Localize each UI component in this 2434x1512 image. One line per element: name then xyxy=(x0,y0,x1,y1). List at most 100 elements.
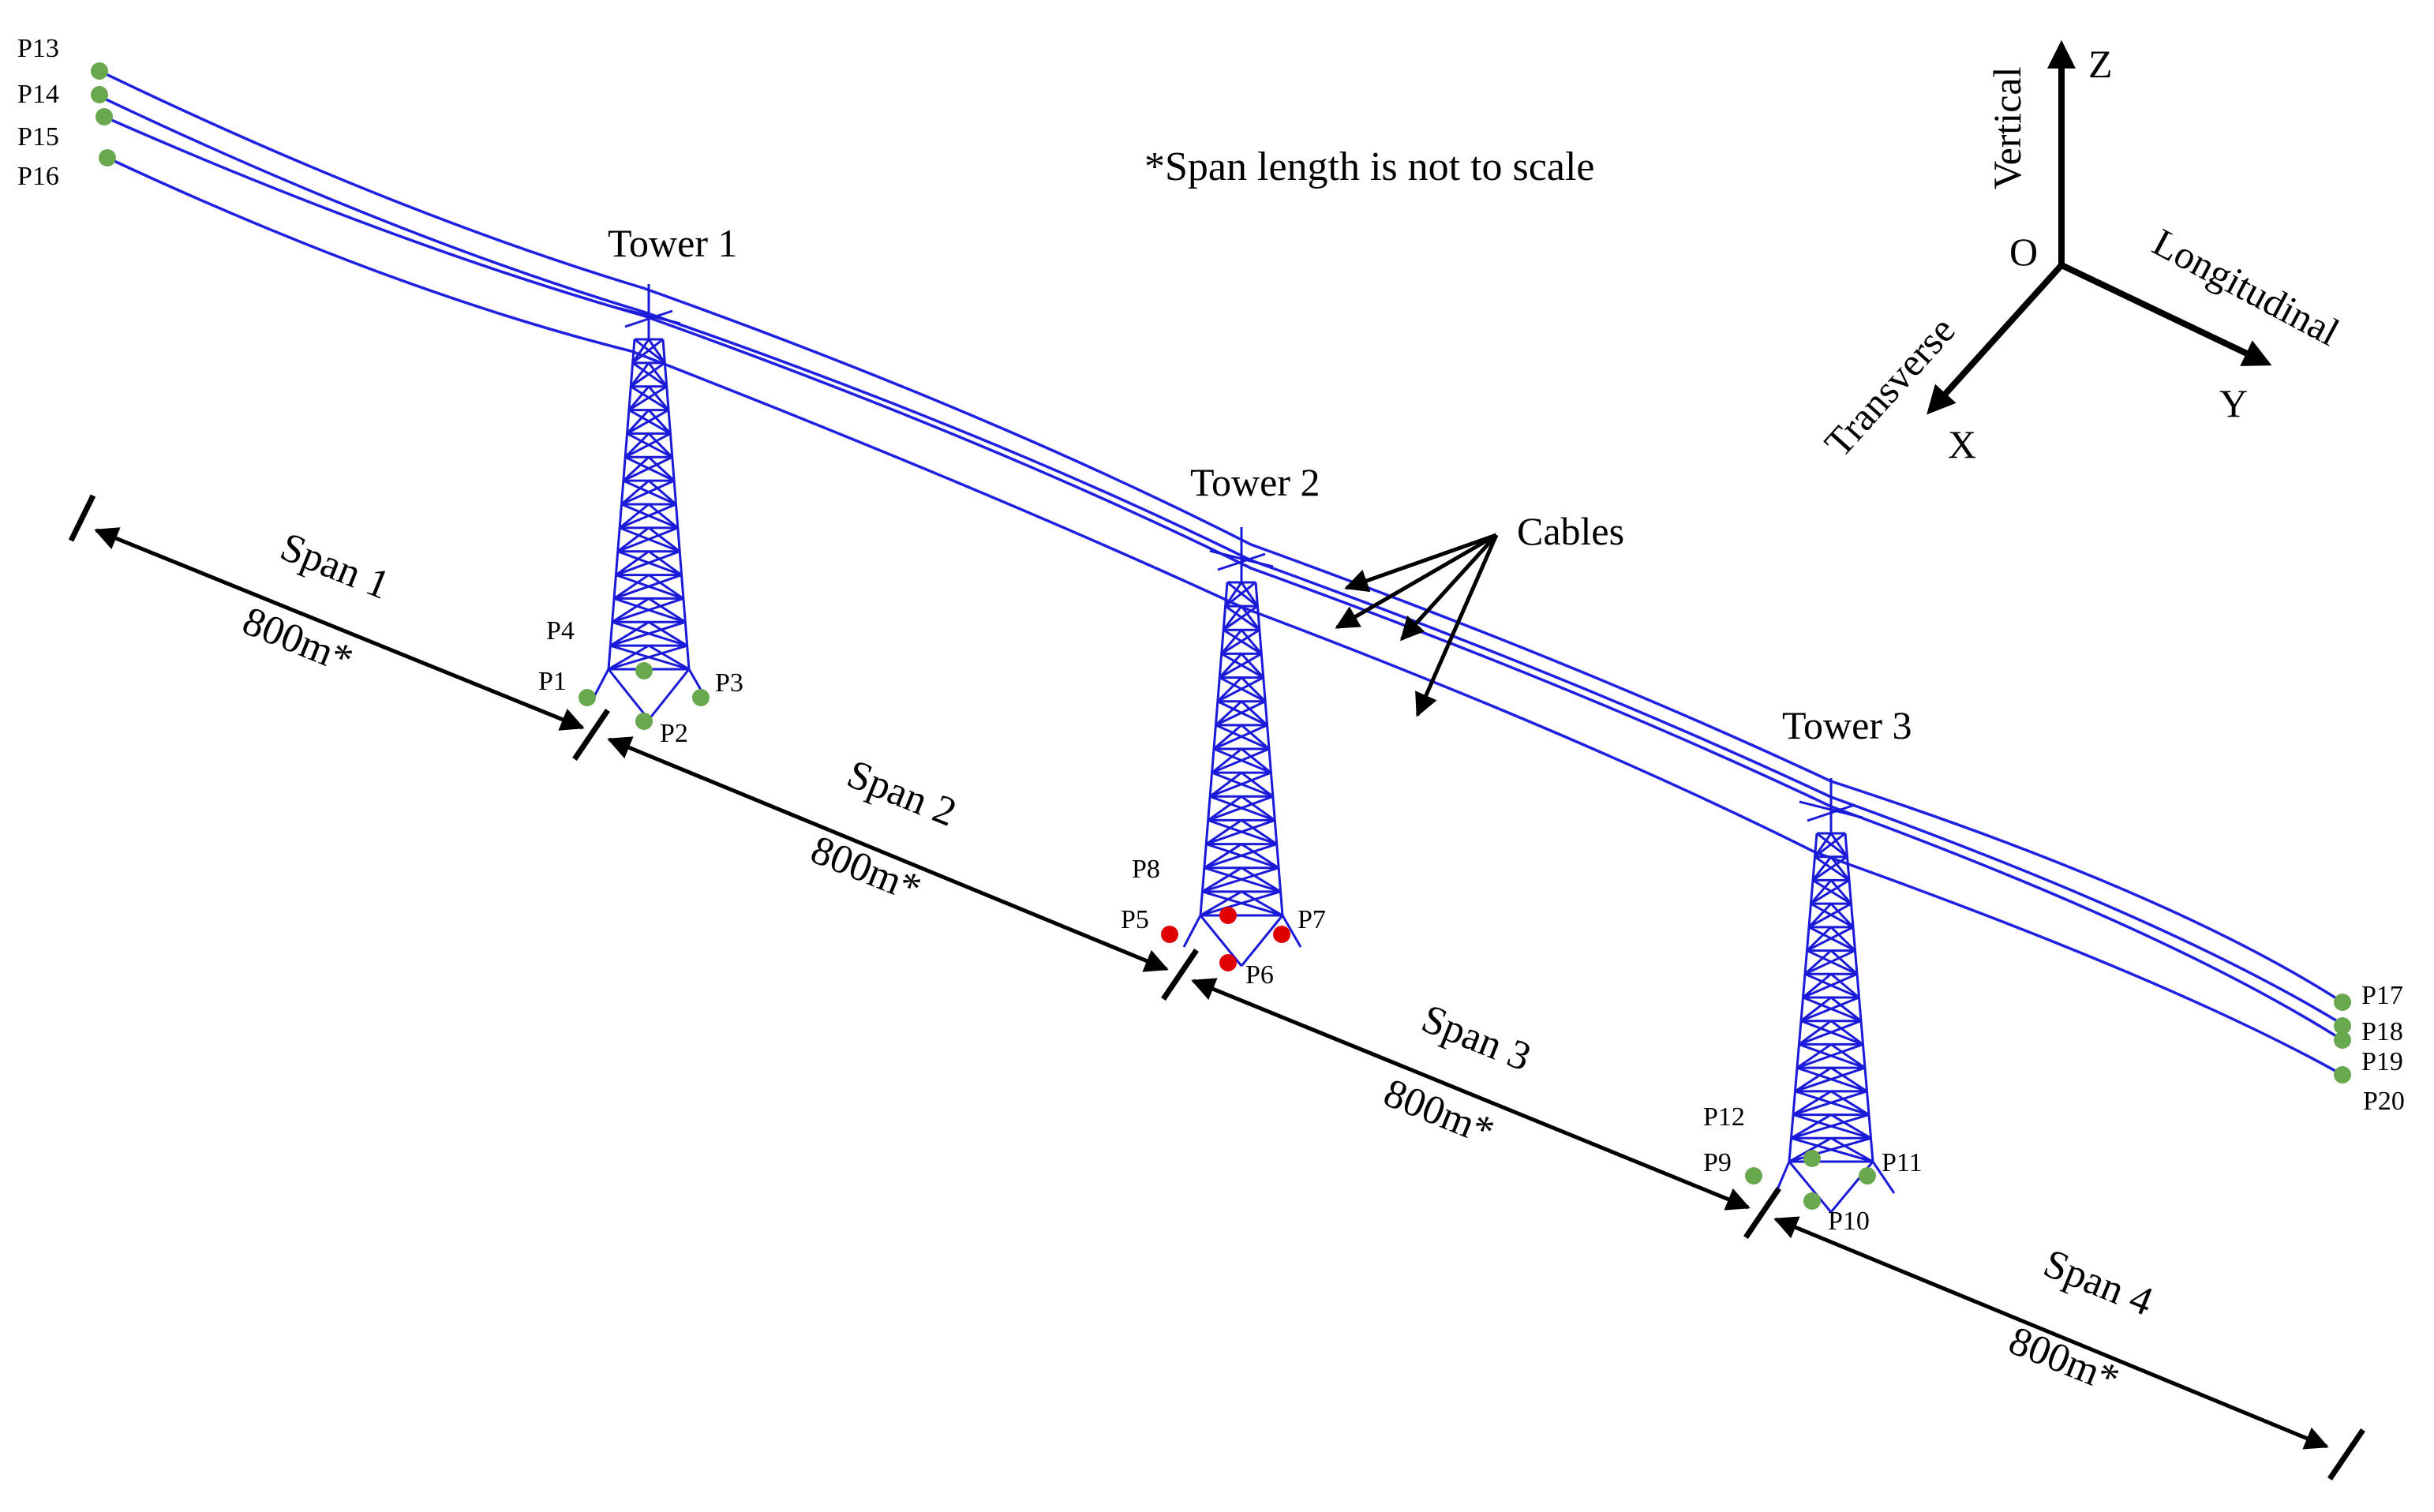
tower-brace xyxy=(1796,1043,1832,1069)
p4-label: P4 xyxy=(546,616,575,646)
tower-brace xyxy=(1211,747,1270,774)
tower-brace xyxy=(1241,866,1282,893)
tower-brace xyxy=(609,621,650,647)
tower-brace xyxy=(608,644,650,671)
p6-marker xyxy=(1219,954,1237,971)
p3-label: P3 xyxy=(715,668,743,698)
tower-brace xyxy=(1814,833,1833,858)
p10-label: P10 xyxy=(1828,1207,1870,1236)
tower-brace xyxy=(1213,724,1268,750)
tower-brace xyxy=(1830,1020,1864,1046)
p15-label: P15 xyxy=(17,122,59,152)
tower-brace xyxy=(1816,832,1848,858)
tower-brace xyxy=(1201,866,1242,893)
tower-brace xyxy=(1830,1090,1870,1116)
tower-brace xyxy=(1209,771,1242,798)
tower-brace xyxy=(1788,1136,1871,1163)
tower-brace xyxy=(631,338,664,365)
p16-label: P16 xyxy=(17,162,59,191)
tower-brace xyxy=(1215,700,1243,726)
cable-1 xyxy=(99,69,2343,1004)
tower-brace xyxy=(1810,879,1833,905)
tower-brace xyxy=(1220,629,1260,655)
tower-brace xyxy=(1811,855,1833,881)
p13-label: P13 xyxy=(17,34,59,63)
tower-brace xyxy=(1829,855,1851,881)
tower-brace xyxy=(620,480,650,506)
p13-marker xyxy=(91,62,108,80)
tower-leg xyxy=(1182,915,1202,948)
tower-brace xyxy=(627,385,650,411)
span-tick-4 xyxy=(1743,1187,1781,1239)
tower-brace xyxy=(613,574,683,600)
span-4-arrow xyxy=(1773,1216,2329,1450)
tower-brace xyxy=(616,526,650,552)
tower-brace xyxy=(619,503,677,530)
tower-leg xyxy=(1240,915,1284,967)
tower-brace xyxy=(611,597,650,623)
tower-brace xyxy=(1240,582,1259,607)
tower-brace xyxy=(1219,653,1263,679)
tower-leg xyxy=(1199,582,1229,916)
p7-marker xyxy=(1273,926,1290,943)
p15-marker xyxy=(95,108,113,125)
tower-leg xyxy=(1788,833,1818,1162)
tower-brace xyxy=(1220,629,1243,655)
p6-label: P6 xyxy=(1245,960,1274,990)
scale-note: *Span length is not to scale xyxy=(1144,144,1594,189)
tower-leg xyxy=(1844,833,1874,1162)
cables-pointer-3 xyxy=(1399,533,1498,642)
tower-brace xyxy=(1241,795,1276,821)
tower-brace xyxy=(648,597,687,623)
p1-marker xyxy=(579,689,596,706)
axis-x-label: X xyxy=(1948,422,1976,466)
tower-brace xyxy=(612,597,684,623)
p5-marker xyxy=(1161,926,1178,943)
tower-brace xyxy=(1209,771,1271,798)
tower-brace xyxy=(1802,973,1832,999)
tower-2-label: Tower 2 xyxy=(1190,460,1320,504)
tower-brace xyxy=(1790,1113,1832,1140)
tower-brace xyxy=(1201,866,1279,893)
tower-brace xyxy=(1215,700,1266,727)
tower-brace xyxy=(648,550,683,576)
tower-brace xyxy=(1240,700,1268,726)
tower-brace xyxy=(1241,724,1270,750)
tower-brace xyxy=(1830,1136,1874,1163)
tower-brace xyxy=(647,432,673,458)
span-1-label: Span 1 xyxy=(275,524,396,608)
axis-y-label: Y xyxy=(2219,381,2248,425)
tower-brace xyxy=(615,550,650,576)
tower-brace xyxy=(1792,1090,1832,1116)
p17-marker xyxy=(2334,994,2351,1011)
tower-brace xyxy=(647,409,672,435)
tower-brace xyxy=(1810,879,1850,905)
p9-label: P9 xyxy=(1703,1148,1732,1177)
axis-transverse-label: Transverse xyxy=(1816,308,1964,465)
tower-brace xyxy=(1829,926,1856,952)
tower-brace xyxy=(619,503,650,530)
tower-brace xyxy=(1241,843,1279,869)
tower-brace xyxy=(1796,1043,1864,1069)
cables-label: Cables xyxy=(1517,509,1624,553)
tower-brace xyxy=(1222,605,1243,631)
p18-marker xyxy=(2334,1017,2351,1035)
tower-brace xyxy=(1200,890,1242,917)
p20-label: P20 xyxy=(2363,1087,2405,1116)
tower-brace xyxy=(1205,819,1275,845)
tower-brace xyxy=(1804,949,1856,975)
span-2-length: 800m* xyxy=(805,827,927,911)
tower-leg xyxy=(607,668,650,720)
tower-brace xyxy=(1830,996,1862,1022)
tower-1 xyxy=(590,284,709,720)
p14-marker xyxy=(91,86,108,103)
tower-brace xyxy=(1204,843,1278,870)
axis-longitudinal-label: Longitudinal xyxy=(2146,219,2346,354)
p12-label: P12 xyxy=(1703,1102,1745,1132)
tower-brace xyxy=(1241,819,1278,845)
tower-brace xyxy=(1219,653,1243,679)
tower-brace xyxy=(1800,996,1832,1022)
tower-brace xyxy=(1224,581,1256,608)
p8-label: P8 xyxy=(1132,855,1160,884)
